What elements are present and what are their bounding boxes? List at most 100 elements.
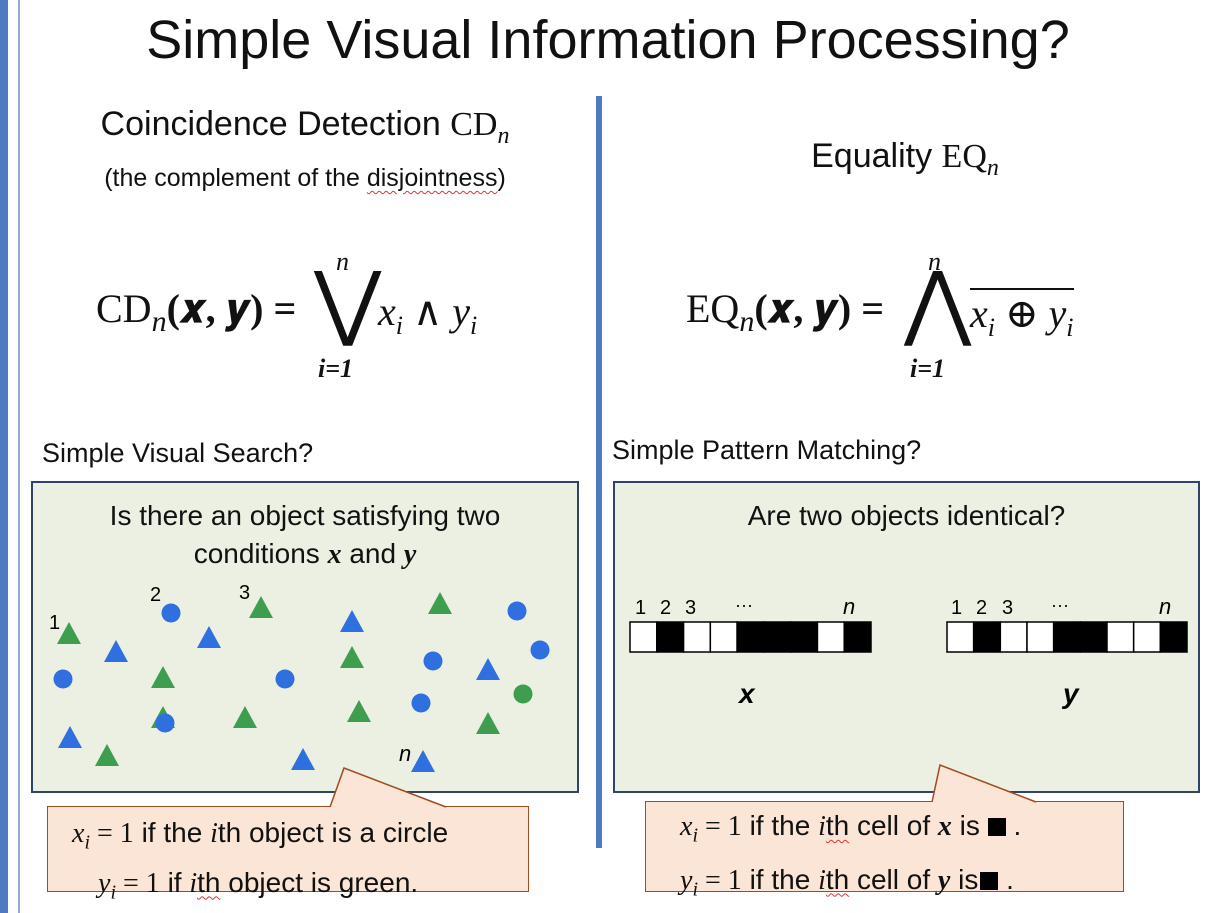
x-cell-label-2: 2 [660, 597, 671, 619]
blue-triangle [411, 750, 435, 772]
y-strip [946, 621, 1188, 653]
x-cell-label-3: 3 [685, 597, 696, 619]
x-strip-cell-5 [736, 621, 765, 653]
cd-callout: xi = 1 if the ith object is a circle yi … [47, 806, 529, 903]
cd-heading-text: Coincidence Detection [100, 105, 441, 143]
cd-formula-operator: ⋁ [314, 257, 382, 348]
cd-subtitle-word: disjointness [366, 164, 498, 192]
x-strip-label: x [737, 678, 756, 709]
y-strip-cell-6 [1079, 621, 1108, 653]
green-triangle [476, 712, 500, 734]
y-cell-label-3: 3 [1002, 597, 1013, 619]
x-strip-cell-7 [789, 621, 819, 653]
eq-formula-operator: ⋀ [904, 257, 972, 348]
green-triangle [151, 666, 175, 688]
cd-formula-lower: i=1 [318, 354, 354, 383]
x-strip-cell-3 [682, 621, 712, 653]
cd-callout-line2: yi = 1 if ith object is green. [98, 866, 419, 904]
shape-label-1: 1 [49, 612, 60, 634]
cd-subtitle: (the complement of the disjointness) [104, 164, 506, 192]
blue-circle [423, 651, 443, 671]
blue-circle [530, 640, 550, 660]
eq-heading-symbol: EQn [941, 138, 999, 181]
pattern-matching-label: Simple Pattern Matching? [612, 435, 922, 465]
eq-formula-body: xi ⊕ yi [970, 288, 1074, 352]
cd-callout-line1: xi = 1 if the ith object is a circle [72, 817, 449, 854]
blue-triangle [476, 658, 500, 680]
y-cell-label-1: 1 [951, 597, 962, 619]
x-cell-label-1: 1 [635, 597, 646, 619]
blue-triangle [104, 640, 128, 662]
blue-circle [155, 713, 175, 733]
green-triangle [249, 596, 273, 618]
blue-triangle [340, 610, 364, 632]
eq-callout-line2: yi = 1 if the ith cell of y is . [680, 863, 1014, 901]
green-triangle [233, 706, 257, 728]
eq-formula-upper: n [928, 247, 941, 276]
slide-title: Simple Visual Information Processing? [146, 10, 1070, 70]
y-strip-cell-4 [1026, 621, 1055, 653]
eq-callout-line1: xi = 1 if the ith cell of x is . [680, 810, 1022, 847]
x-strip [629, 621, 872, 653]
black-cell-swatch-1 [987, 818, 1006, 836]
x-cell-label-dots: ··· [735, 595, 753, 615]
slide-left-accent-line [18, 0, 20, 913]
cd-heading-symbol: CDn [450, 106, 510, 149]
y-strip-cell-1 [946, 621, 975, 653]
y-strip-cell-9 [1159, 621, 1188, 653]
column-divider [596, 96, 602, 848]
cd-heading: Coincidence Detection CDn [40, 104, 570, 156]
blue-triangle [291, 748, 315, 770]
green-triangle [95, 744, 119, 766]
cd-formula-body: xi ∧ yi [378, 289, 478, 340]
slide-left-accent-bar [0, 0, 8, 913]
y-strip-cell-3 [999, 621, 1028, 653]
green-triangle [340, 646, 364, 668]
blue-triangle [58, 726, 82, 748]
visual-search-panel: Is there an object satisfying two condit… [31, 481, 579, 793]
y-cell-label-n: n [1159, 594, 1171, 619]
green-triangle [57, 622, 81, 644]
visual-search-label: Simple Visual Search? [42, 438, 314, 468]
x-strip-cell-4 [709, 621, 738, 653]
shape-label-3: 3 [239, 582, 250, 604]
blue-circle [53, 669, 73, 689]
x-strip-cell-8 [816, 621, 845, 653]
x-cell-label-n: n [843, 594, 855, 619]
blue-circle [411, 693, 431, 713]
x-strip-cell-1 [629, 621, 658, 653]
y-strip-cell-5 [1052, 621, 1082, 653]
x-strip-cell-2 [656, 621, 685, 653]
blue-circle [507, 601, 527, 621]
x-strip-cell-9 [843, 621, 872, 653]
eq-formula-lower: i=1 [910, 354, 946, 383]
y-cell-label-dots: ··· [1051, 595, 1069, 615]
eq-callout: xi = 1 if the ith cell of x is . yi = 1 … [645, 801, 1124, 900]
eq-formula-lhs: EQn(𝒙, 𝒚) = [686, 286, 885, 338]
blue-circle [275, 669, 295, 689]
visual-search-question: Is there an object satisfying two condit… [109, 500, 501, 570]
cd-callout-pointer [329, 767, 447, 808]
green-triangle [347, 700, 371, 722]
eq-heading-text: Equality [811, 137, 933, 175]
shape-label-n: n [399, 741, 411, 766]
cd-formula-lhs: CDn(𝒙, 𝒚) = [96, 286, 297, 338]
black-cell-swatch-2 [980, 871, 999, 890]
green-circle [513, 684, 533, 704]
y-strip-cell-2 [972, 621, 1002, 653]
pattern-matching-question: Are two objects identical? [747, 500, 1066, 531]
blue-circle [161, 603, 181, 623]
blue-triangle [197, 626, 221, 648]
eq-callout-pointer [931, 763, 1037, 803]
green-triangle [428, 592, 452, 614]
visual-search-shapes: 1 2 3 n [49, 582, 550, 772]
cd-formula-upper: n [336, 247, 349, 276]
y-strip-cell-7 [1106, 621, 1135, 653]
y-cell-label-2: 2 [976, 597, 987, 619]
eq-heading: Equality EQn [700, 136, 1110, 188]
y-strip-cell-8 [1132, 621, 1162, 653]
pattern-matching-strips: 1 2 3 ··· n 1 2 3 ··· n x y [629, 594, 1188, 709]
shape-label-2: 2 [150, 584, 161, 606]
y-strip-label: y [1061, 678, 1080, 709]
pattern-matching-panel: Are two objects identical? 1 2 3 ··· n 1… [613, 481, 1200, 793]
